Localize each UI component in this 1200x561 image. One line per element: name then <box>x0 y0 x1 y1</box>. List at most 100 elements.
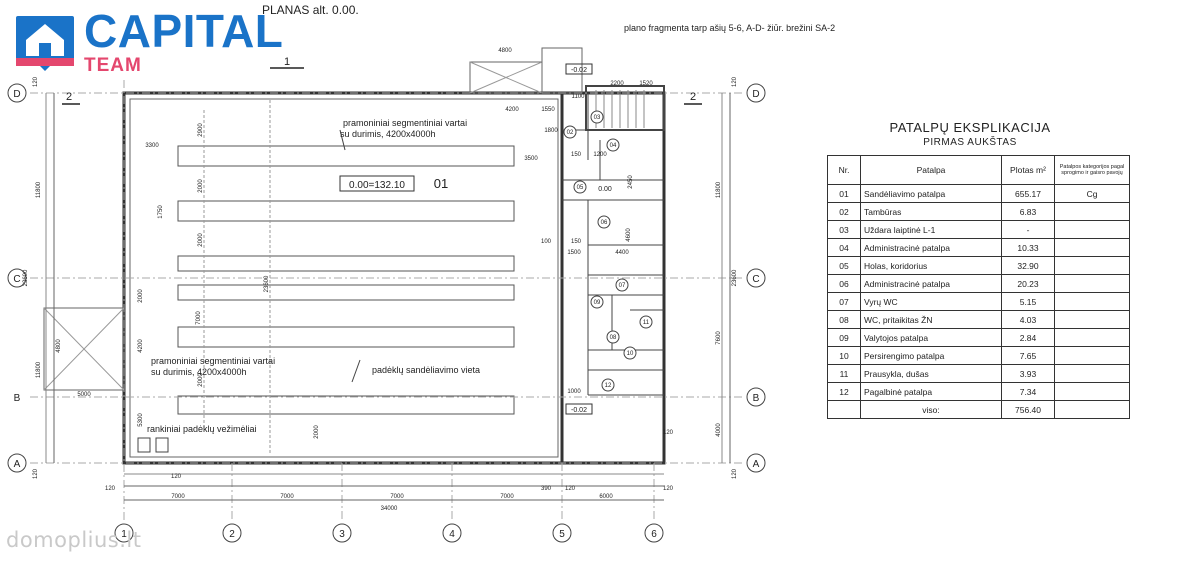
header-room: Patalpa <box>860 155 1002 185</box>
room-nr: 03 <box>827 220 861 239</box>
dim-left-1: 11800 <box>36 181 42 198</box>
dim-bottom-4: 7000 <box>500 494 514 500</box>
room-09: 09 <box>594 300 601 306</box>
dim-misc-23: 1200 <box>593 152 607 158</box>
axis-row-right-b: B <box>753 393 760 404</box>
brand-name: CAPITAL <box>84 5 284 57</box>
room-area: 7.34 <box>1001 382 1055 401</box>
dim-bottom-total: 34000 <box>381 506 398 512</box>
room-03: 03 <box>594 115 601 121</box>
room-area: 5.15 <box>1001 292 1055 311</box>
room-06: 06 <box>601 220 608 226</box>
brand-sub: TEAM <box>84 55 142 76</box>
room-name: Sandėliavimo patalpa <box>860 184 1002 203</box>
note-pallet-area: padėklų sandėliavimo vieta <box>372 365 480 375</box>
dim-bottom-a: 120 <box>105 486 116 492</box>
dim-misc-7: 2000 <box>138 289 144 303</box>
dim-left-2: 23600 <box>23 269 29 286</box>
room-category <box>1054 346 1130 365</box>
room-nr: 05 <box>827 256 861 275</box>
explication-table: Nr. Patalpa Plotas m² Patalpos kategorij… <box>827 155 1130 419</box>
room-category <box>1054 364 1130 383</box>
axis-col-5: 5 <box>559 529 565 540</box>
room-category <box>1054 328 1130 347</box>
axis-row-left-b: B <box>14 393 21 404</box>
room-11: 11 <box>643 320 650 326</box>
room-name: Vyrų WC <box>860 292 1002 311</box>
room-area: 32.90 <box>1001 256 1055 275</box>
dim-misc-1: 3300 <box>145 143 159 149</box>
dim-misc-9: 2000 <box>198 373 204 387</box>
room-01-label: 01 <box>434 176 448 191</box>
note-gates-bottom-2: su durimis, 4200x4000h <box>151 367 247 377</box>
dim-right-6: 120 <box>732 468 738 479</box>
dim-misc-11: 2000 <box>314 425 320 439</box>
dim-bottom-e: 120 <box>663 486 674 492</box>
capital-team-logo-icon <box>16 16 74 71</box>
dim-misc-15: 100 <box>541 239 552 245</box>
room-10: 10 <box>627 351 634 357</box>
axis-row-right-d: D <box>752 89 759 100</box>
room-nr: 02 <box>827 202 861 221</box>
dim-left-4: 120 <box>33 76 39 87</box>
room-nr: 10 <box>827 346 861 365</box>
room-nr: 01 <box>827 184 861 203</box>
room-05: 05 <box>577 185 584 191</box>
room-12: 12 <box>605 383 612 389</box>
dim-misc-19: 4400 <box>615 250 629 256</box>
total-blank-cat <box>1054 400 1130 419</box>
dim-misc-6: 7000 <box>196 311 202 325</box>
axis-row-left-d: D <box>13 89 20 100</box>
dim-misc-4: 1750 <box>158 205 164 219</box>
room-category <box>1054 220 1130 239</box>
dim-bottom-c: 390 <box>541 486 552 492</box>
dim-right-3: 7600 <box>716 331 722 345</box>
level-box: 0.00=132.10 <box>349 180 405 191</box>
dim-top-6: 3500 <box>524 156 538 162</box>
room-nr: 06 <box>827 274 861 293</box>
dim-misc-5: 2000 <box>198 233 204 247</box>
room-category <box>1054 238 1130 257</box>
dim-misc-22: 1000 <box>567 389 581 395</box>
room-nr: 09 <box>827 328 861 347</box>
room-name: Valytojos patalpa <box>860 328 1002 347</box>
dim-top-2: 2200 <box>610 81 624 87</box>
room-nr: 11 <box>827 364 861 383</box>
room-category: Cg <box>1054 184 1130 203</box>
dim-misc-10: 5300 <box>138 413 144 427</box>
section-label-1: 1 <box>284 56 290 68</box>
explication-subtitle: PIRMAS AUKŠTAS <box>923 137 1017 148</box>
dim-right-2: 23600 <box>732 269 738 286</box>
table-header-row: Nr. Patalpa Plotas m² Patalpos kategorij… <box>827 155 1130 185</box>
note-gates-top-2: su durimis, 4200x4000h <box>340 129 436 139</box>
dim-bottom-5: 6000 <box>599 494 613 500</box>
room-area: 2.84 <box>1001 328 1055 347</box>
axis-col-2: 2 <box>229 529 235 540</box>
dim-left-5: 120 <box>33 468 39 479</box>
room-nr: 04 <box>827 238 861 257</box>
header-category: Patalpos kategorijos pagal sprogimo ir g… <box>1054 155 1130 185</box>
axis-col-6: 6 <box>651 529 657 540</box>
dim-bottom-1: 7000 <box>171 494 185 500</box>
room-category <box>1054 256 1130 275</box>
room-name: Pagalbinė patalpa <box>860 382 1002 401</box>
axis-col-3: 3 <box>339 529 345 540</box>
dim-top-8: 1100 <box>572 94 586 100</box>
axis-row-left-a: A <box>14 459 21 470</box>
dim-bottom-2: 7000 <box>280 494 294 500</box>
dim-misc-12: 23600 <box>264 275 270 292</box>
dim-bottom-d: 120 <box>565 486 576 492</box>
total-value: 756.40 <box>1001 400 1055 419</box>
dim-bottom-b: 120 <box>171 474 182 480</box>
dim-right-1: 11800 <box>716 181 722 198</box>
dim-misc-2: 2900 <box>198 123 204 137</box>
room-category <box>1054 274 1130 293</box>
explication-title: PATALPŲ EKSPLIKACIJA <box>889 120 1051 135</box>
room-name: Uždara laiptinė L-1 <box>860 220 1002 239</box>
